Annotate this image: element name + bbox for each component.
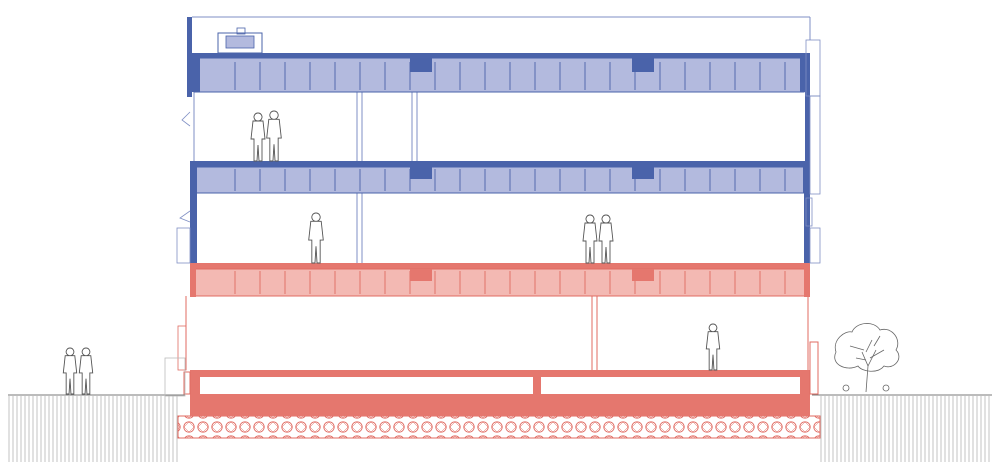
slab-2-edge-right (803, 161, 810, 193)
gravel-bed (177, 415, 821, 439)
slab-1-topping (190, 263, 810, 269)
middle-floor-wall-left (190, 193, 197, 263)
tree (834, 323, 900, 393)
middle-floor (176, 193, 821, 264)
basement-void-left (200, 377, 533, 394)
person-figure (250, 112, 266, 162)
slab-2-edge-left (190, 161, 197, 193)
step-right (809, 341, 819, 395)
ground-floor-slab (190, 370, 810, 377)
slab-1-ribs (234, 271, 786, 294)
tree-crown (834, 323, 900, 372)
rooftop-unit (217, 32, 263, 54)
roof-beam-right (632, 58, 654, 72)
window-right (809, 227, 821, 264)
basement-wall-right (800, 370, 810, 396)
step-left (183, 371, 191, 395)
ground-hatch-right (820, 396, 992, 462)
rooftop-unit-cap (236, 27, 246, 35)
top-floor-wall-right (805, 92, 810, 161)
person-figure (598, 214, 614, 264)
slab-level-1 (190, 263, 810, 297)
slab-2-ribs (234, 169, 786, 191)
slab-2-beam-right (632, 167, 654, 179)
sunshade-left (179, 210, 191, 223)
outdoor-wall (164, 357, 186, 397)
person-figure (62, 347, 78, 395)
sunshade-left-top (181, 111, 191, 127)
slab-level-2 (190, 161, 810, 194)
entrance-canopy (177, 325, 187, 371)
rooftop-unit-inner (225, 35, 255, 49)
tree-base-right (882, 384, 890, 392)
roof-beam-left (410, 58, 432, 72)
ground-floor (164, 296, 809, 397)
foundation-slab (190, 394, 810, 416)
basement-void-right (541, 377, 800, 394)
roof-end-right (805, 39, 821, 97)
slab-2-coffers (191, 166, 805, 194)
slab-1-beam-right (632, 269, 654, 281)
slab-2-topping (190, 161, 810, 167)
tree-branches (849, 335, 885, 361)
person-figure (266, 110, 282, 162)
window-right-top (809, 95, 821, 195)
people (62, 110, 721, 395)
slab-1-beam-left (410, 269, 432, 281)
middle-floor-wall-right (804, 193, 810, 263)
ground (8, 394, 992, 462)
roof-coffers (193, 57, 805, 93)
tree-base-left (842, 384, 850, 392)
roof-edge-left (190, 53, 200, 92)
person-figure (582, 214, 598, 264)
foundation (177, 341, 821, 439)
roof-edge-right (800, 53, 810, 92)
slab-2-beam-left (410, 167, 432, 179)
slab-1-edge-right (804, 263, 810, 297)
slab-1-edge-left (190, 263, 196, 297)
ground-hatch-left (8, 396, 178, 462)
roof-slab (187, 16, 821, 97)
window-right-upper (805, 197, 813, 227)
basement-wall-left (190, 370, 200, 396)
parapet-left (187, 17, 192, 97)
roof-topping (190, 53, 810, 58)
slab-1-coffers (191, 268, 809, 297)
person-figure (308, 212, 324, 264)
tree-trunk (861, 349, 877, 393)
person-figure (78, 347, 94, 395)
roof-ribs (234, 62, 786, 90)
window-left (176, 227, 191, 264)
basement-column (533, 377, 541, 394)
person-figure (705, 323, 721, 371)
